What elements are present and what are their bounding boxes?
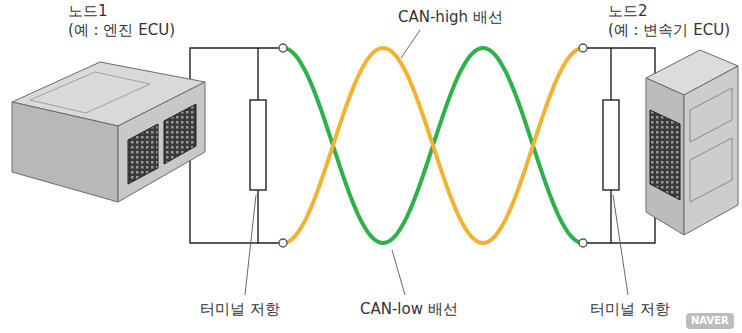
leader-line — [401, 30, 420, 58]
leader-line — [613, 195, 628, 295]
watermark: NAVER — [686, 313, 734, 329]
node-example: (예 : 변속기 ECU) — [608, 21, 730, 39]
node-label: 노드2 — [608, 2, 648, 20]
engine-ecu — [12, 62, 205, 202]
connector — [650, 110, 680, 200]
can-high-wire — [283, 48, 583, 243]
connector — [128, 124, 158, 184]
ecu-front — [646, 78, 684, 235]
twisted-pair — [283, 48, 583, 243]
junction-dot — [579, 44, 587, 52]
ecu-rib — [690, 88, 732, 142]
ecu-rib — [690, 138, 732, 202]
leader-line — [392, 250, 405, 295]
wire-label: CAN-high 배선 — [398, 8, 503, 26]
frame-wires — [190, 48, 655, 243]
part-label: 터미널 저항 — [200, 300, 280, 318]
resistor-symbol — [603, 100, 619, 190]
can-low-wire — [283, 48, 583, 243]
wire-label: CAN-low 배선 — [360, 300, 458, 318]
ecu-lid — [30, 72, 150, 113]
leader-line — [245, 195, 256, 295]
connector — [164, 104, 196, 164]
ecu-side — [118, 82, 205, 202]
junction-dot — [579, 239, 587, 247]
junction-dot — [279, 239, 287, 247]
node-example: (예 : 엔진 ECU) — [68, 21, 175, 39]
ecu-front — [12, 102, 118, 202]
transmission-ecu — [646, 50, 738, 235]
wire — [583, 48, 655, 95]
wire — [190, 150, 283, 243]
ecu-side — [684, 66, 738, 235]
part-label: 터미널 저항 — [590, 300, 670, 318]
resistor-symbol — [250, 100, 266, 190]
junction-dot — [279, 44, 287, 52]
node-label: 노드1 — [68, 2, 108, 20]
